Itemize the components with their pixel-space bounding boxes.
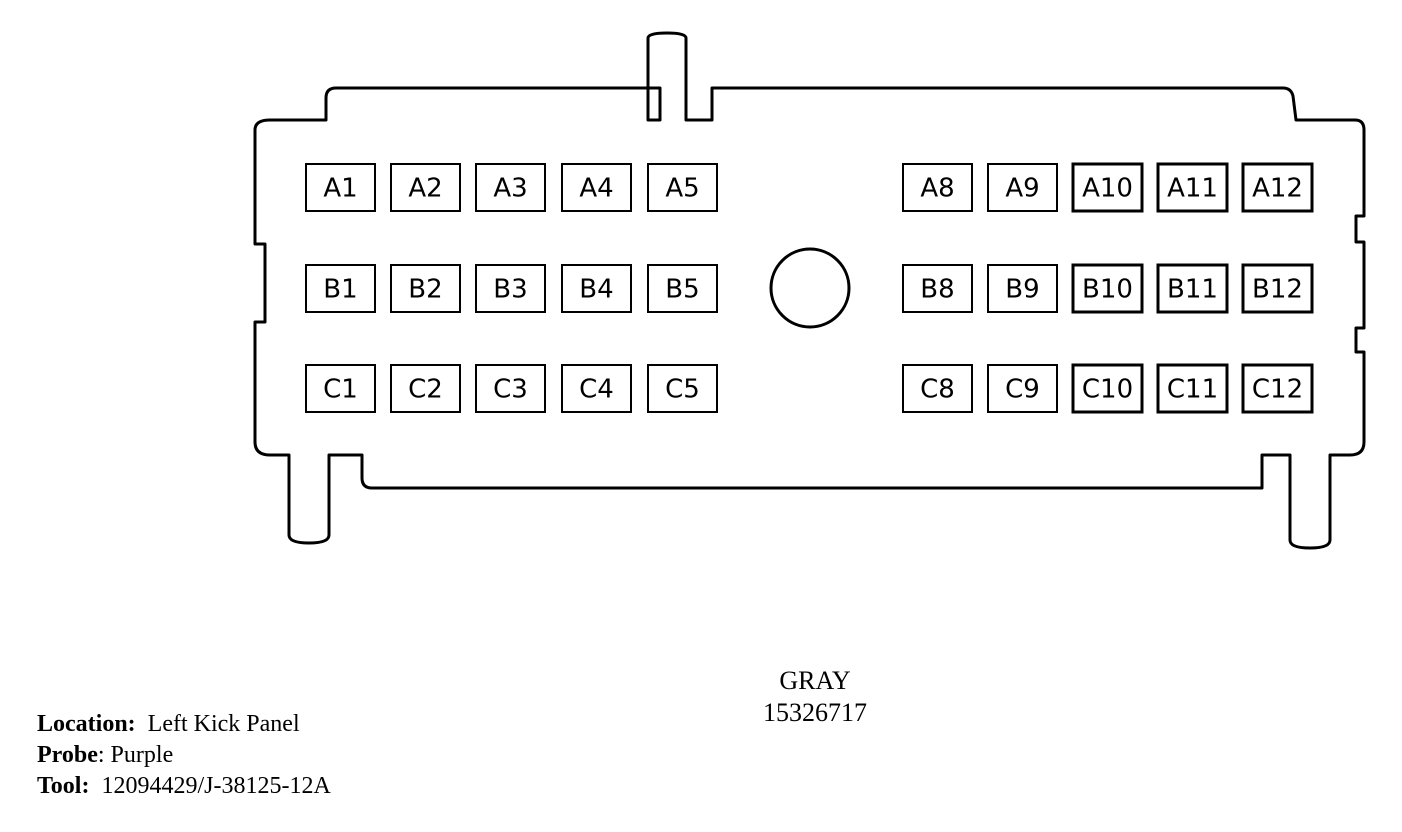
- pin-cavity-b11: [1156, 263, 1229, 314]
- pin-cavity-b10: [1071, 263, 1144, 314]
- pin-label-a8: A8: [920, 174, 954, 204]
- pin-label-b11: B11: [1167, 275, 1218, 305]
- pin-label-b2: B2: [408, 275, 442, 305]
- center-guide-hole: [769, 247, 851, 329]
- pin-cavity-b4: [561, 264, 632, 313]
- pin-cavity-b5: [647, 264, 718, 313]
- connector-info-block: Location: Left Kick Panel Probe: Purple …: [37, 709, 331, 802]
- pin-label-a11: A11: [1167, 174, 1218, 204]
- location-value: Left Kick Panel: [147, 711, 300, 737]
- pin-label-a4: A4: [579, 174, 613, 204]
- pin-cavity-c5: [647, 364, 718, 413]
- pin-cavity-a2: [390, 163, 461, 212]
- pin-cavity-c9: [987, 364, 1058, 413]
- location-line: Location: Left Kick Panel: [37, 709, 331, 740]
- pin-label-c4: C4: [579, 375, 614, 405]
- connector-housing-outline: [253, 31, 1366, 550]
- pin-cavity-a10: [1071, 162, 1144, 213]
- pin-cavity-b3: [475, 264, 546, 313]
- pin-label-a9: A9: [1005, 174, 1039, 204]
- pin-cavity-c1: [305, 364, 376, 413]
- connector-part-number: 15326717: [763, 698, 867, 727]
- pin-label-c9: C9: [1005, 375, 1040, 405]
- pin-label-a2: A2: [408, 174, 442, 204]
- pin-label-c3: C3: [493, 375, 528, 405]
- location-label: Location:: [37, 711, 136, 737]
- pin-cavity-c11: [1156, 363, 1229, 414]
- pin-cavity-b1: [305, 264, 376, 313]
- probe-value: : Purple: [97, 742, 174, 768]
- pin-label-c12: C12: [1252, 375, 1303, 405]
- pin-cavity-a11: [1156, 162, 1229, 213]
- tool-value: 12094429/J-38125-12A: [101, 773, 331, 799]
- pin-label-b9: B9: [1005, 275, 1039, 305]
- pin-label-c1: C1: [323, 375, 358, 405]
- pin-cavity-b12: [1241, 263, 1314, 314]
- probe-line: Probe: Purple: [37, 740, 331, 771]
- connector-color: GRAY: [779, 666, 851, 695]
- pin-cavity-a8: [902, 163, 973, 212]
- pin-cavity-a1: [305, 163, 376, 212]
- pin-cavity-a3: [475, 163, 546, 212]
- pin-label-c11: C11: [1167, 375, 1218, 405]
- pin-label-a10: A10: [1082, 174, 1133, 204]
- probe-label: Probe: [37, 742, 98, 768]
- pin-label-a12: A12: [1252, 174, 1303, 204]
- pin-cavity-c12: [1241, 363, 1314, 414]
- pin-label-b1: B1: [323, 275, 357, 305]
- pin-cavity-a12: [1241, 162, 1314, 213]
- pin-label-c2: C2: [408, 375, 443, 405]
- pin-cavity-b2: [390, 264, 461, 313]
- pin-label-a1: A1: [323, 174, 357, 204]
- pin-cavity-c8: [902, 364, 973, 413]
- pin-label-b3: B3: [493, 275, 527, 305]
- pin-cavity-c3: [475, 364, 546, 413]
- pin-label-a5: A5: [665, 174, 699, 204]
- pin-cavity-b8: [902, 264, 973, 313]
- pin-label-c10: C10: [1082, 375, 1133, 405]
- pin-cavity-c10: [1071, 363, 1144, 414]
- pin-cavity-c2: [390, 364, 461, 413]
- pin-cavity-a4: [561, 163, 632, 212]
- pin-label-c5: C5: [665, 375, 700, 405]
- pin-cavity-c4: [561, 364, 632, 413]
- pin-label-b4: B4: [579, 275, 613, 305]
- pin-label-a3: A3: [493, 174, 527, 204]
- pin-cavity-a5: [647, 163, 718, 212]
- pin-label-b5: B5: [665, 275, 699, 305]
- pin-label-c8: C8: [920, 375, 955, 405]
- pin-cavity-a9: [987, 163, 1058, 212]
- tool-line: Tool: 12094429/J-38125-12A: [37, 771, 331, 802]
- pin-cavity-b9: [987, 264, 1058, 313]
- tool-label: Tool:: [37, 773, 90, 799]
- pin-label-b10: B10: [1082, 275, 1133, 305]
- pin-label-b8: B8: [920, 275, 954, 305]
- pin-label-b12: B12: [1252, 275, 1303, 305]
